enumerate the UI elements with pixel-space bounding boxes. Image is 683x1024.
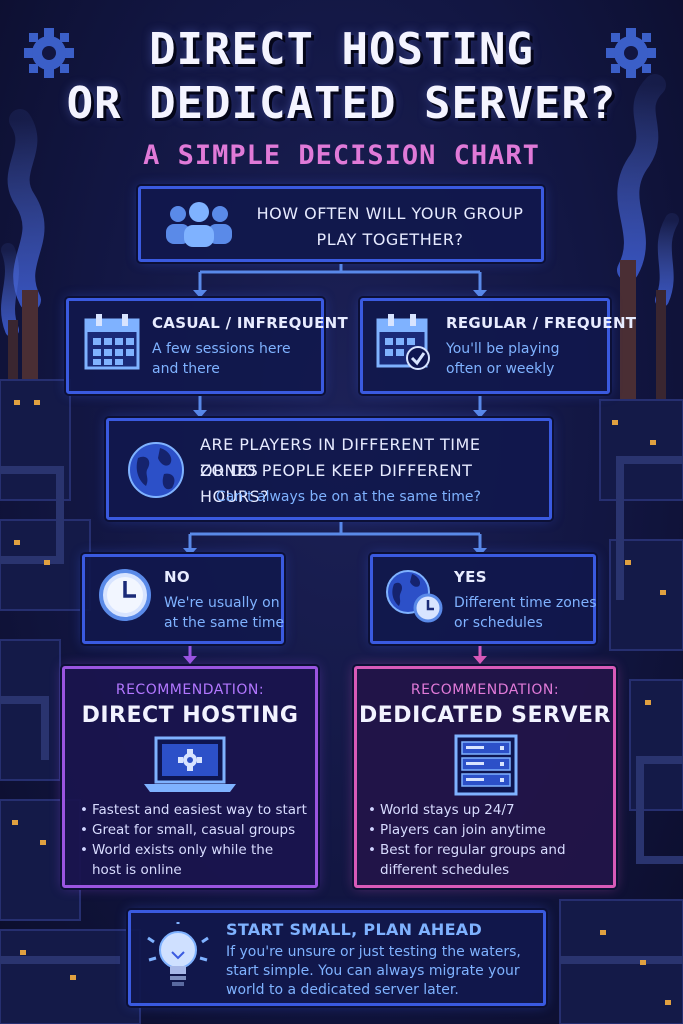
- tip-box: [128, 910, 546, 1006]
- option-regular-line-2: often or weekly: [446, 361, 555, 377]
- lightbulb-icon: [147, 922, 209, 986]
- option-regular-line-1: You'll be playing: [446, 341, 560, 357]
- recommendation-direct-bullet: Great for small, casual groups: [80, 820, 312, 840]
- option-yes-line-2: or schedules: [454, 615, 543, 631]
- recommendation-direct-title: DIRECT HOSTING: [81, 703, 299, 728]
- tip-title: START SMALL, PLAN AHEAD: [226, 920, 483, 939]
- option-yes-line-1: Different time zones: [454, 595, 597, 611]
- globe-icon: [128, 442, 184, 498]
- question-timezone-line-1: ARE PLAYERS IN DIFFERENT TIME ZONES: [200, 435, 481, 480]
- tip-line-2: start simple. You can always migrate you…: [226, 963, 520, 979]
- question-timezone-subtext: Can't always be on at the same time?: [216, 489, 481, 505]
- server-rack-icon: [454, 734, 518, 796]
- recommendation-direct-label: RECOMMENDATION:: [115, 682, 265, 698]
- tip-line-1: If you're unsure or just testing the wat…: [226, 944, 521, 960]
- tip-line-3: world to a dedicated server later.: [226, 982, 459, 998]
- option-regular-label: REGULAR / FREQUENT: [446, 314, 637, 332]
- option-yes-box: [370, 554, 596, 644]
- recommendation-direct-bullet-cont: host is online: [92, 862, 182, 878]
- calendar-icon: [84, 314, 140, 370]
- option-no-line-2: at the same time: [164, 615, 285, 631]
- option-casual-label: CASUAL / INFREQUENT: [152, 314, 349, 332]
- gear-icon: [24, 28, 74, 78]
- recommendation-direct-bullet: Fastest and easiest way to start: [80, 800, 312, 820]
- option-yes-label: YES: [454, 568, 487, 586]
- calendar-check-icon: [376, 314, 430, 370]
- recommendation-dedicated-bullet: World stays up 24/7: [368, 800, 608, 820]
- title-line-1: DIRECT HOSTING: [149, 24, 534, 75]
- laptop-gear-icon: [144, 736, 236, 792]
- option-casual-line-1: A few sessions here: [152, 341, 291, 357]
- option-casual-line-2: and there: [152, 361, 220, 377]
- recommendation-dedicated-title: DEDICATED SERVER: [359, 703, 611, 728]
- option-no-label: NO: [164, 568, 190, 586]
- question-timezone-line-2: OR DO PEOPLE KEEP DIFFERENT HOURS?: [200, 461, 473, 506]
- question-frequency-box: [138, 186, 544, 262]
- question-frequency-line-1: HOW OFTEN WILL YOUR GROUP: [256, 204, 524, 223]
- gear-icon: [606, 28, 656, 78]
- option-no-line-1: We're usually on: [164, 595, 280, 611]
- recommendation-dedicated-bullets: World stays up 24/7 Players can join any…: [368, 800, 608, 880]
- recommendation-dedicated-bullet: Players can join anytime: [368, 820, 608, 840]
- recommendation-direct-bullets: Fastest and easiest way to start Great f…: [80, 800, 312, 880]
- subtitle: A SIMPLE DECISION CHART: [143, 140, 540, 171]
- recommendation-direct-bullet: World exists only while the: [80, 840, 312, 860]
- question-frequency-line-2: PLAY TOGETHER?: [316, 230, 464, 249]
- group-icon: [166, 202, 232, 247]
- recommendation-dedicated-label: RECOMMENDATION:: [410, 682, 560, 698]
- recommendation-dedicated-bullet: Best for regular groups and: [368, 840, 608, 860]
- recommendation-dedicated-bullet-cont: different schedules: [380, 862, 510, 878]
- title-line-2: OR DEDICATED SERVER?: [66, 78, 617, 129]
- globe-clock-icon: [386, 570, 443, 623]
- clock-icon: [99, 569, 151, 621]
